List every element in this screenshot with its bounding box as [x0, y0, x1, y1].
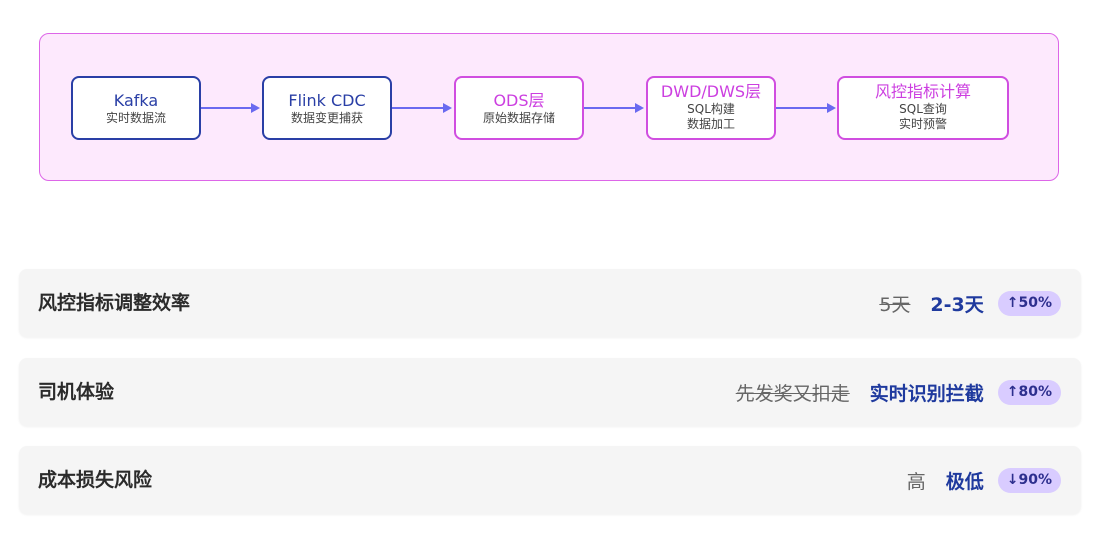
node-kafka: Kafka 实时数据流 [71, 76, 201, 140]
node-flink-cdc: Flink CDC 数据变更捕获 [262, 76, 392, 140]
new-value: 极低 [945, 470, 984, 493]
node-title: DWD/DWS层 [660, 82, 762, 101]
node-subtitle-2: 实时预警 [898, 117, 947, 131]
metric-label: 成本损失风险 [38, 469, 153, 491]
node-title: ODS层 [493, 90, 545, 110]
node-subtitle-2: 数据加工 [686, 117, 735, 131]
node-subtitle: 数据变更捕获 [290, 110, 363, 125]
node-dwd-dws: DWD/DWS层 SQL构建 数据加工 [646, 76, 776, 140]
pipeline-diagram: Kafka 实时数据流 Flink CDC 数据变更捕获 ODS层 原始数据存储… [39, 33, 1059, 181]
metric-label: 风控指标调整效率 [38, 292, 191, 314]
old-value: 先发奖又扣走 [735, 382, 850, 405]
old-value: 高 [906, 470, 926, 493]
metric-row-cost-risk: 成本损失风险 高 极低 ↓90% [19, 446, 1081, 514]
arrow-2 [392, 103, 452, 113]
node-subtitle: SQL构建 [687, 102, 735, 116]
node-subtitle: 原始数据存储 [482, 110, 555, 125]
improvement-badge: ↑80% [997, 379, 1061, 405]
node-ods: ODS层 原始数据存储 [454, 76, 584, 140]
node-risk-metrics: 风控指标计算 SQL查询 实时预警 [837, 76, 1009, 140]
new-value: 实时识别拦截 [869, 382, 984, 405]
arrow-4 [776, 103, 836, 113]
improvement-badge: ↓90% [997, 467, 1061, 493]
node-title: 风控指标计算 [874, 82, 971, 101]
metric-values: 高 极低 ↓90% [907, 446, 1061, 514]
node-subtitle: SQL查询 [899, 102, 947, 116]
metric-values: 5天 2-3天 ↑50% [879, 269, 1061, 337]
old-value: 5天 [879, 293, 911, 316]
arrow-3 [584, 103, 644, 113]
node-title: Flink CDC [288, 90, 366, 110]
metric-row-driver-experience: 司机体验 先发奖又扣走 实时识别拦截 ↑80% [19, 358, 1081, 426]
metric-values: 先发奖又扣走 实时识别拦截 ↑80% [736, 358, 1061, 426]
node-title: Kafka [113, 90, 159, 110]
metric-row-efficiency: 风控指标调整效率 5天 2-3天 ↑50% [19, 269, 1081, 337]
improvement-badge: ↑50% [997, 290, 1061, 316]
arrow-1 [201, 103, 260, 113]
node-subtitle: 实时数据流 [105, 110, 166, 125]
new-value: 2-3天 [930, 293, 984, 316]
metric-label: 司机体验 [38, 381, 115, 403]
